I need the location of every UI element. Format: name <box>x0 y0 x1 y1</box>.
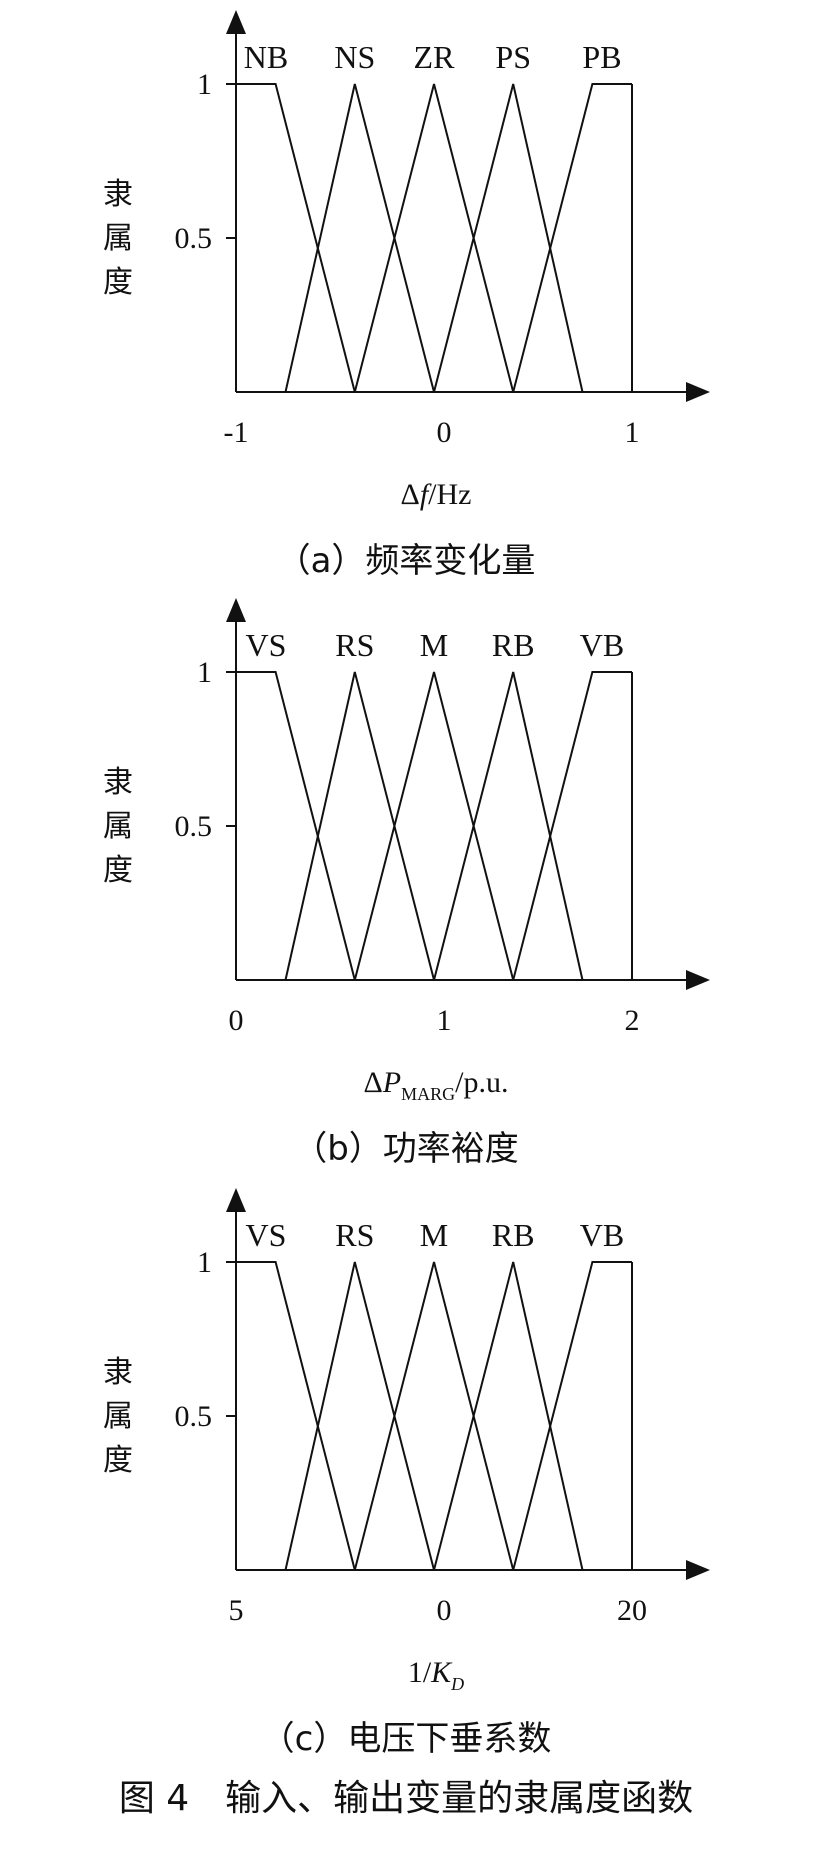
panel-2-series-rb <box>433 1261 584 1571</box>
panel-0-set-label: NS <box>334 39 375 75</box>
panel-1-series-rs <box>284 671 435 981</box>
panel-0-set-label: ZR <box>414 39 456 75</box>
panel-2-x-tick-label: 5 <box>229 1594 244 1627</box>
panel-2-y-label-char: 度 <box>103 1443 133 1478</box>
panel-0-y-arrow <box>226 10 246 34</box>
panel-1-set-label: RB <box>492 627 535 663</box>
panel-1-set-label: VS <box>246 627 287 663</box>
panel-0-x-label: Δf/Hz <box>401 478 472 511</box>
panel-0-y-label-char: 属 <box>103 221 133 256</box>
panel-1-y-label-char: 属 <box>103 809 133 844</box>
panel-2-x-tick-label: 20 <box>617 1594 647 1627</box>
panel-1-x-tick-label: 2 <box>625 1004 640 1037</box>
panel-1-y-label-char: 度 <box>103 853 133 888</box>
panel-1-series-vb <box>512 671 632 981</box>
panel-2-y-arrow <box>226 1188 246 1212</box>
panel-0-y-label-char: 隶 <box>103 177 133 212</box>
panel-0-caption: （a）频率变化量 <box>277 541 536 581</box>
panel-2-y-tick-label: 1 <box>197 1246 212 1279</box>
panel-0-x-tick-label: 0 <box>437 416 452 449</box>
panel-0-series-zr <box>353 83 515 393</box>
panel-1-x-tick-label: 0 <box>229 1004 244 1037</box>
panel-0-x-arrow <box>686 382 710 402</box>
panel-0-series-ns <box>284 83 435 393</box>
panel-1-set-label: M <box>420 627 448 663</box>
figure-caption: 图 4 输入、输出变量的隶属度函数 <box>119 1778 693 1819</box>
panel-1-y-tick-label: 0.5 <box>175 810 213 843</box>
panel-2-set-label: VB <box>580 1217 624 1253</box>
panel-0-set-label: PS <box>495 39 531 75</box>
panel-1-y-arrow <box>226 598 246 622</box>
panel-0-x-tick-label: 1 <box>625 416 640 449</box>
panel-2-x-arrow <box>686 1560 710 1580</box>
panel-0-series-pb <box>512 83 632 393</box>
panel-0-y-tick-label: 0.5 <box>175 222 213 255</box>
panel-1-series-rb <box>433 671 584 981</box>
panel-2-set-label: VS <box>246 1217 287 1253</box>
panel-0-set-label: NB <box>244 39 288 75</box>
panel-2-series-vb <box>512 1261 632 1571</box>
panel-1-x-arrow <box>686 970 710 990</box>
panel-2-x-label: 1/KD <box>408 1656 464 1694</box>
panel-0-set-label: PB <box>582 39 621 75</box>
panel-1-series-vs <box>236 671 356 981</box>
panel-2-set-label: RB <box>492 1217 535 1253</box>
panel-0-y-label-char: 度 <box>103 265 133 300</box>
panel-2-y-label-char: 属 <box>103 1399 133 1434</box>
panel-1-set-label: VB <box>580 627 624 663</box>
panel-2-set-label: M <box>420 1217 448 1253</box>
panel-1-y-label-char: 隶 <box>103 765 133 800</box>
panel-1-series-m <box>353 671 515 981</box>
panel-2-y-tick-label: 0.5 <box>175 1400 213 1433</box>
panel-1-caption: （b）功率裕度 <box>293 1129 519 1169</box>
panel-2-series-vs <box>236 1261 356 1571</box>
panel-0-y-tick-label: 1 <box>197 68 212 101</box>
panel-2-y-label-char: 隶 <box>103 1355 133 1390</box>
panel-1-set-label: RS <box>335 627 374 663</box>
panel-1-x-tick-label: 1 <box>437 1004 452 1037</box>
panel-1-x-label: ΔPMARG/p.u. <box>364 1066 509 1104</box>
panel-0-series-nb <box>236 83 356 393</box>
panel-2-x-tick-label: 0 <box>437 1594 452 1627</box>
panel-2-set-label: RS <box>335 1217 374 1253</box>
panel-1-y-tick-label: 1 <box>197 656 212 689</box>
panel-0-x-tick-label: -1 <box>224 416 249 449</box>
panel-0-series-ps <box>433 83 584 393</box>
panel-2-series-rs <box>284 1261 435 1571</box>
panel-2-series-m <box>353 1261 515 1571</box>
panel-2-caption: （c）电压下垂系数 <box>261 1719 552 1759</box>
